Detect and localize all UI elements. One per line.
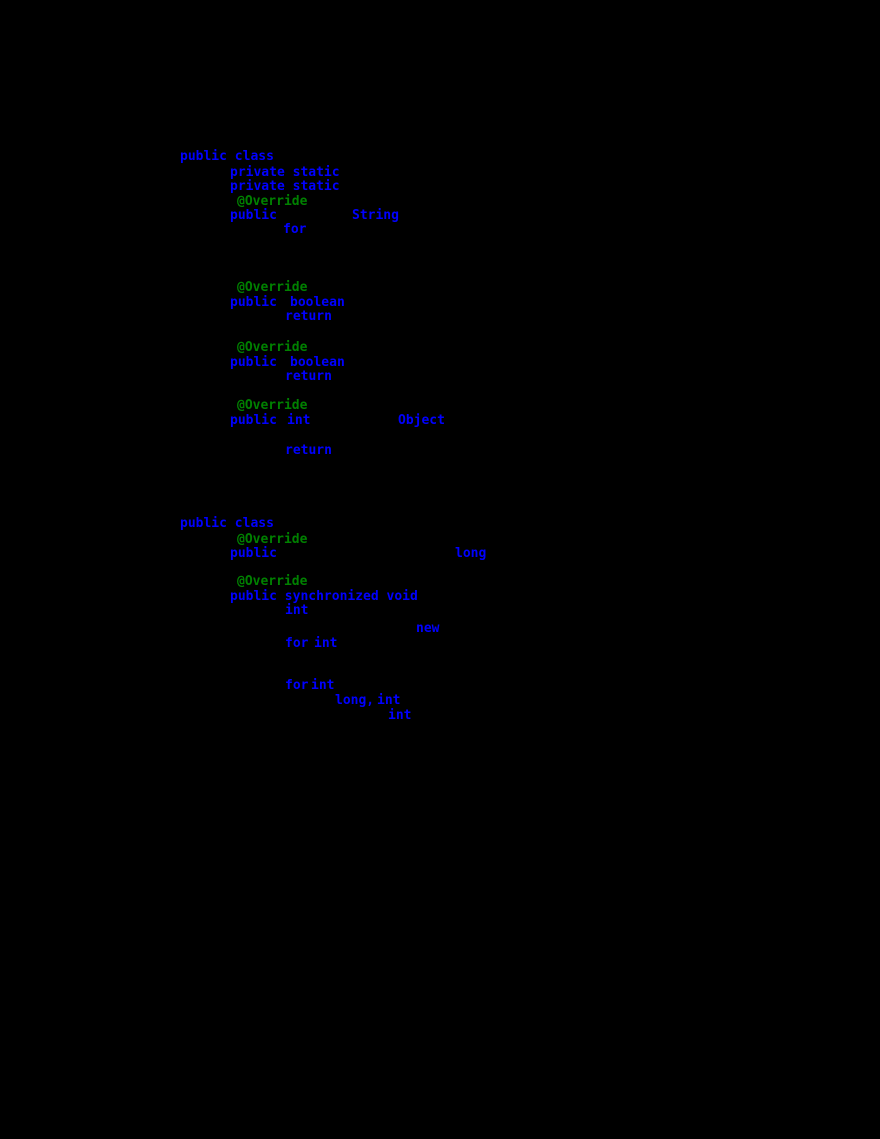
code-token-keyword: public	[230, 355, 277, 370]
code-token-annotation: @Override	[237, 280, 308, 295]
code-token-keyword: private static	[230, 179, 340, 194]
code-token-keyword: int	[314, 636, 338, 651]
code-token-keyword: boolean	[290, 355, 345, 370]
code-token-annotation: @Override	[237, 340, 308, 355]
code-token-keyword: int	[311, 678, 335, 693]
code-token-keyword: public class	[180, 516, 274, 531]
code-token-keyword: int	[388, 708, 412, 723]
code-token-annotation: @Override	[237, 194, 308, 209]
code-token-keyword: return	[285, 443, 332, 458]
code-token-keyword: int	[285, 603, 309, 618]
code-token-keyword: boolean	[290, 295, 345, 310]
code-token-keyword: Object	[398, 413, 445, 428]
code-token-keyword: for	[285, 678, 309, 693]
code-token-annotation: @Override	[237, 398, 308, 413]
code-token-keyword: public class	[180, 149, 274, 164]
code-token-keyword: public synchronized void	[230, 589, 418, 604]
code-token-keyword: for	[285, 636, 309, 651]
code-token-annotation: @Override	[237, 574, 308, 589]
code-token-keyword: public	[230, 413, 277, 428]
code-token-keyword: long,	[335, 693, 375, 708]
code-token-keyword: int	[287, 413, 311, 428]
code-token-keyword: public	[230, 546, 277, 561]
code-token-keyword: public	[230, 208, 277, 223]
code-token-keyword: for	[283, 222, 307, 237]
code-token-keyword: int	[377, 693, 401, 708]
code-token-keyword: return	[285, 369, 332, 384]
code-token-keyword: public	[230, 295, 277, 310]
code-token-keyword: String	[352, 208, 399, 223]
code-token-keyword: long	[455, 546, 487, 561]
code-token-annotation: @Override	[237, 532, 308, 547]
code-token-keyword: new	[416, 621, 440, 636]
code-token-keyword: private static	[230, 165, 340, 180]
code-token-keyword: return	[285, 309, 332, 324]
